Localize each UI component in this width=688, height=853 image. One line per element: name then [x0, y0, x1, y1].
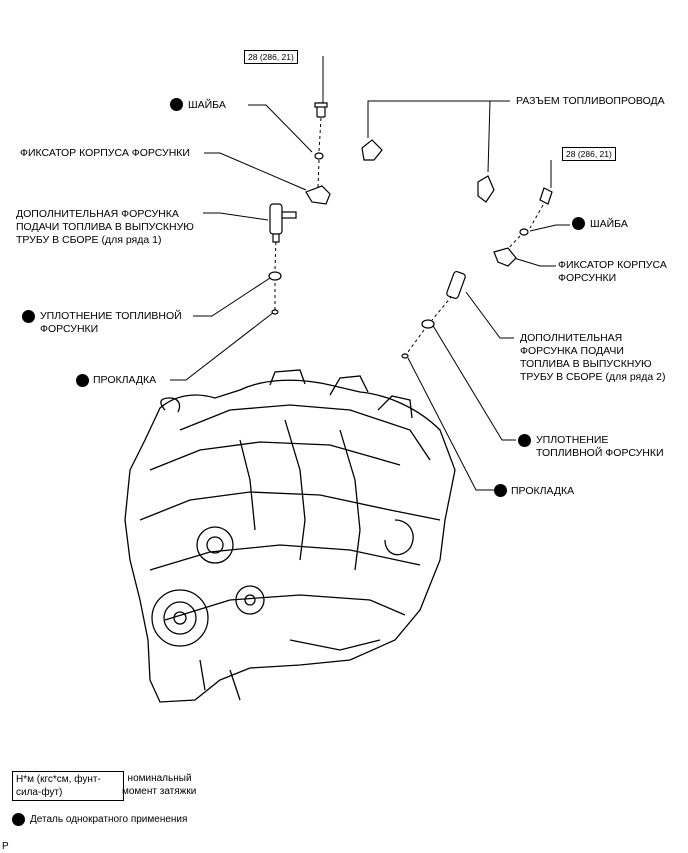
leader-connector-2: [487, 100, 491, 173]
label-seal-right: УПЛОТНЕНИЕ ТОПЛИВНОЙ ФОРСУНКИ: [536, 434, 664, 459]
leader-washer-right: [529, 224, 570, 232]
clamp-right-part: [493, 247, 517, 267]
seal-left-part: [268, 271, 282, 281]
leader-gasket-left: [170, 311, 275, 381]
label-injector-left: ДОПОЛНИТЕЛЬНАЯ ФОРСУНКА ПОДАЧИ ТОПЛИВА В…: [16, 208, 194, 246]
figure-code: P: [2, 841, 9, 852]
leader-clamp-left: [204, 152, 307, 191]
leader-injector-left: [203, 212, 269, 221]
clamp-left-part: [305, 185, 331, 205]
washer-left-part: [314, 152, 324, 160]
washer-right-part: [519, 228, 529, 236]
label-seal-left: УПЛОТНЕНИЕ ТОПЛИВНОЙ ФОРСУНКИ: [40, 310, 182, 335]
torque-spec-left: 28 (286, 21): [244, 50, 298, 64]
label-gasket-right: ПРОКЛАДКА: [511, 485, 575, 497]
leader-seal-left: [193, 277, 271, 317]
seal-right-part: [421, 319, 435, 329]
gasket-right-part: [401, 353, 409, 359]
torque-spec-right: 28 (286, 21): [562, 147, 616, 161]
injector-right-part: [446, 270, 466, 300]
label-clamp-right: ФИКСАТОР КОРПУСА ФОРСУНКИ: [558, 259, 667, 284]
single-use-marker-washer-left: [170, 98, 183, 111]
fuel-connector-1: [361, 139, 383, 161]
legend-torque-desc: : номинальный момент затяжки: [122, 773, 197, 797]
injector-left-part: [269, 203, 297, 243]
legend-torque-units: Н*м (кгс*см, фунт- сила-фут): [12, 771, 124, 801]
legend-single-use-text: Деталь однократного применения: [30, 814, 188, 825]
label-gasket-left: ПРОКЛАДКА: [93, 374, 157, 386]
label-washer-right: ШАЙБА: [590, 218, 628, 230]
bolt-right: [539, 187, 553, 205]
single-use-marker-gasket-right: [494, 484, 507, 497]
single-use-marker-seal-right: [518, 434, 531, 447]
fuel-connector-2: [477, 175, 495, 203]
leader-clamp-right: [513, 257, 556, 267]
leader-seal-right: [431, 323, 516, 441]
label-clamp-left: ФИКСАТОР КОРПУСА ФОРСУНКИ: [20, 147, 190, 159]
engine-assembly: [124, 369, 456, 703]
label-injector-right: ДОПОЛНИТЕЛЬНАЯ ФОРСУНКА ПОДАЧИ ТОПЛИВА В…: [520, 332, 666, 383]
leader-injector-right: [465, 291, 514, 339]
gasket-left-part: [271, 309, 279, 315]
single-use-marker-washer-right: [572, 217, 585, 230]
single-use-marker-seal-left: [22, 310, 35, 323]
label-fuel-connector: РАЗЪЕМ ТОПЛИВОПРОВОДА: [516, 95, 665, 107]
label-washer-left: ШАЙБА: [188, 99, 226, 111]
leader-washer-left: [248, 104, 313, 153]
legend-single-use-marker: [12, 813, 25, 826]
leader-gasket-right: [407, 357, 494, 491]
leader-connector: [367, 100, 510, 138]
single-use-marker-gasket-left: [76, 374, 89, 387]
